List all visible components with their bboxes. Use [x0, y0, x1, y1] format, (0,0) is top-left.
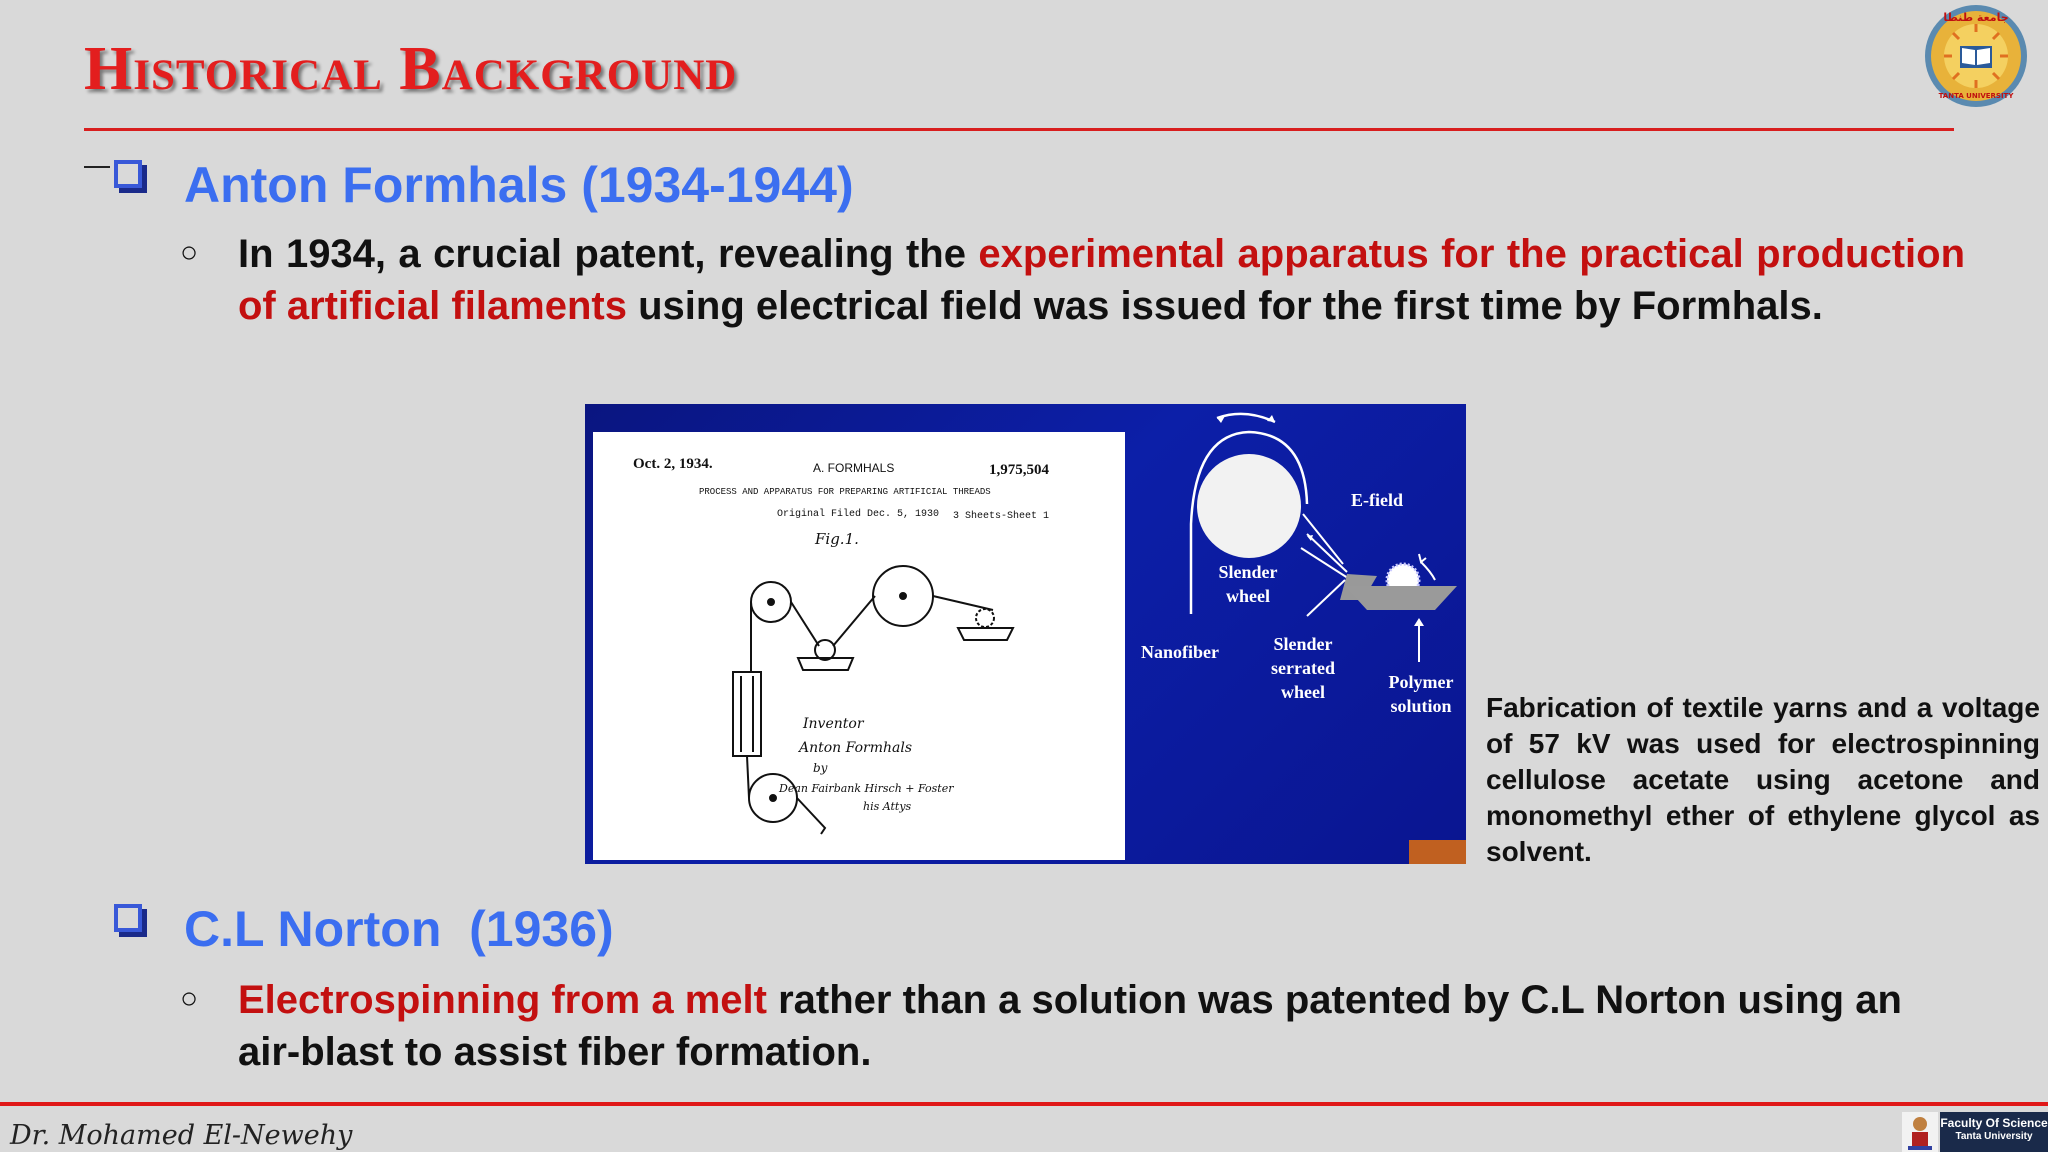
faculty-line1: Faculty Of Science	[1940, 1116, 2048, 1130]
label-nanofiber: Nanofiber	[1141, 642, 1219, 662]
electrospinning-diagram: E-field Slender wheel Nanofiber Slender …	[1141, 412, 1466, 864]
patent-sheets: 3 Sheets-Sheet 1	[953, 510, 1049, 522]
section2-text-highlight: Electrospinning from a melt	[238, 978, 767, 1022]
section1-bullet-icon: ○	[180, 236, 199, 269]
label-polymer-2: solution	[1390, 696, 1451, 716]
faculty-logo-icon	[1902, 1112, 1938, 1152]
section2-heading: C.L Norton (1936)	[184, 901, 614, 957]
label-slender-wheel-2: wheel	[1226, 586, 1270, 606]
logo-arabic-text: جامعة طنطا	[1943, 11, 2008, 24]
label-serrated-2: serrated	[1271, 658, 1335, 678]
patent-sig-line3: by	[813, 761, 828, 775]
section1-paragraph: In 1934, a crucial patent, revealing the…	[238, 228, 1965, 332]
patent-apparatus-sketch	[732, 565, 1015, 835]
label-efield: E-field	[1351, 490, 1403, 510]
section2-text-rest: rather than a solution was patented by C…	[238, 978, 1902, 1074]
figure-caption: Fabrication of textile yarns and a volta…	[1486, 692, 2040, 867]
patent-title: PROCESS AND APPARATUS FOR PREPARING ARTI…	[699, 487, 991, 497]
faculty-text: Faculty Of Science Tanta University	[1940, 1112, 2048, 1152]
university-logo-icon: جامعة طنطا TANTA UNIVERSITY	[1925, 5, 2027, 107]
label-slender-wheel-1: Slender	[1218, 562, 1277, 582]
label-polymer-1: Polymer	[1389, 672, 1454, 692]
author-name: Dr. Mohamed El-Newehy	[10, 1120, 353, 1151]
figure-corner-decoration	[1409, 840, 1466, 864]
patent-sig-line4: Dean Fairbank Hirsch + Foster	[778, 782, 954, 795]
patent-inventor: A. FORMHALS	[813, 461, 894, 475]
patent-sig-line1: Inventor	[802, 716, 865, 732]
patent-number: 1,975,504	[989, 462, 1050, 478]
section1-text-highlight: experimental apparatus for the practical…	[238, 232, 1965, 328]
slide-title: Historical Background	[84, 35, 738, 103]
section1-dash	[84, 166, 110, 168]
label-serrated-3: wheel	[1281, 682, 1325, 702]
logo-english-text: TANTA UNIVERSITY	[1939, 92, 2015, 100]
formhals-figure: Oct. 2, 1934. A. FORMHALS 1,975,504 PROC…	[585, 404, 1466, 864]
label-serrated-1: Slender	[1273, 634, 1332, 654]
patent-sig-line5: his Attys	[863, 800, 912, 813]
patent-drawing: Oct. 2, 1934. A. FORMHALS 1,975,504 PROC…	[593, 432, 1125, 860]
footer-divider	[0, 1102, 2048, 1106]
patent-sig-line2: Anton Formhals	[797, 740, 912, 756]
patent-filed: Original Filed Dec. 5, 1930	[777, 508, 939, 520]
section2-bullet-icon: ○	[180, 982, 199, 1015]
title-divider	[84, 128, 1954, 131]
patent-date: Oct. 2, 1934.	[633, 456, 713, 472]
faculty-line2: Tanta University	[1955, 1131, 2033, 1142]
section2-paragraph: Electrospinning from a melt rather than …	[238, 974, 1965, 1078]
section1-text-part2: using electrical field was issued for th…	[626, 284, 1823, 328]
faculty-badge: Faculty Of Science Tanta University	[1902, 1112, 2048, 1152]
section1-checkbox-icon	[114, 160, 142, 188]
section1-heading: Anton Formhals (1934-1944)	[184, 157, 854, 213]
section1-text-part1: In 1934, a crucial patent, revealing the	[238, 232, 979, 276]
patent-fig-label: Fig.1.	[814, 530, 859, 548]
section2-checkbox-icon	[114, 904, 142, 932]
